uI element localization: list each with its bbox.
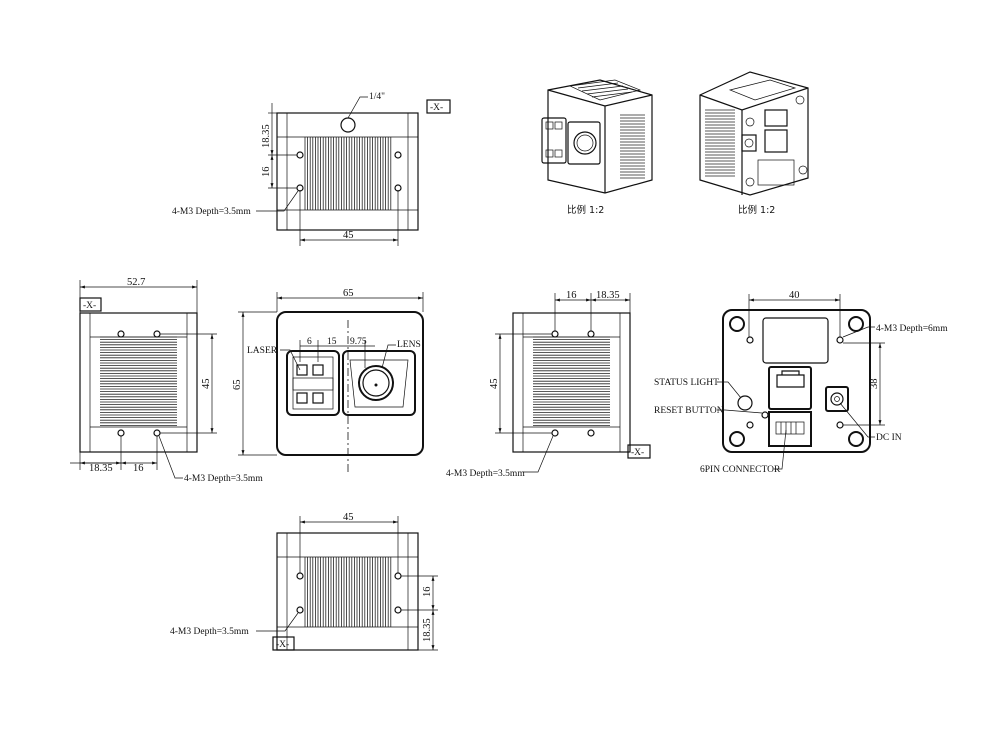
dim-16: 16 [133,463,144,474]
mount-note: 4-M3 Depth=3.5mm [446,469,525,479]
side-fins [705,109,735,177]
reset-button [761,411,769,419]
dim-width: 45 [343,512,354,523]
laser-label: LASER [247,346,278,356]
left-view: 52.7 -X- 45 18.35 16 4-M3 Depth=3.5mm [70,277,263,484]
dim-16: 16 [566,290,577,301]
status-light [737,395,753,411]
dim-16: 16 [422,587,433,598]
side-fins [620,114,645,179]
laser-module [286,350,340,416]
dim-18-35: 18.35 [261,124,272,148]
bottom-view: 45 16 18.35 -X- 4-M3 Depth=3.5mm [170,512,438,651]
body-outline [276,112,419,231]
dim-height: 65 [232,380,243,391]
view-tag: -X- [631,448,644,458]
dim-width: 40 [789,290,800,301]
reset-button-label: RESET BUTTON [654,406,724,416]
tripod-hole [340,117,356,133]
isometric-front-view: 比例 1:2 [541,79,653,216]
dim-height: 45 [201,379,212,390]
isometric-back-view: 比例 1:2 [699,71,809,216]
dim-depth: 52.7 [127,277,145,288]
dim-6: 6 [307,337,312,347]
dim-9-75: 9.75 [350,337,367,347]
dim-18-35: 18.35 [89,463,113,474]
mount-note: 4-M3 Depth=3.5mm [170,627,249,637]
dim-width: 45 [343,230,354,241]
tripod-hole-label: 1/4" [369,92,385,102]
lens [358,365,394,401]
heatsink-fins [304,557,392,627]
scale-label: 比例 1:2 [567,204,604,216]
6pin-connector [768,411,812,447]
dim-width: 65 [343,288,354,299]
top-fins [577,82,633,98]
dim-height: 38 [869,379,880,390]
view-tag-box [426,99,451,114]
dim-16: 16 [261,167,272,178]
view-tag: -X- [83,301,96,311]
mount-note: 4-M3 Depth=3.5mm [184,474,263,484]
mount-note: 4-M3 Depth=3.5mm [172,207,251,217]
ethernet-port [768,366,812,410]
dim-18-35: 18.35 [422,618,433,642]
label-plate [762,317,829,364]
dc-in-jack [825,386,849,412]
dim-15: 15 [327,337,337,347]
view-tag: -X- [276,640,289,650]
heatsink-fins [100,336,177,426]
lens-label: LENS [397,340,421,350]
right-view: 16 18.35 45 -X- 4-M3 Depth=3.5mm [446,290,651,479]
heatsink-fins [533,336,610,426]
scale-label: 比例 1:2 [738,204,775,216]
heatsink-fins [304,137,392,210]
mount-note: 4-M3 Depth=6mm [876,324,948,334]
status-light-label: STATUS LIGHT [654,378,719,388]
dim-18-35: 18.35 [596,290,620,301]
back-view: 40 38 4-M3 Depth=6mm STATUS LIGHT RESET … [654,290,948,475]
connector-label: 6PIN CONNECTOR [700,465,781,475]
top-view: 1/4" -X- 45 18.35 16 4-M3 Depth=3.5mm [172,92,451,246]
corner-screws [729,316,864,447]
dc-in-label: DC IN [876,433,902,443]
view-tag: -X- [430,103,443,113]
lens-module [342,350,416,416]
front-view: 65 65 6 15 9.75 LASER LENS [232,288,424,472]
dim-height: 45 [489,379,500,390]
